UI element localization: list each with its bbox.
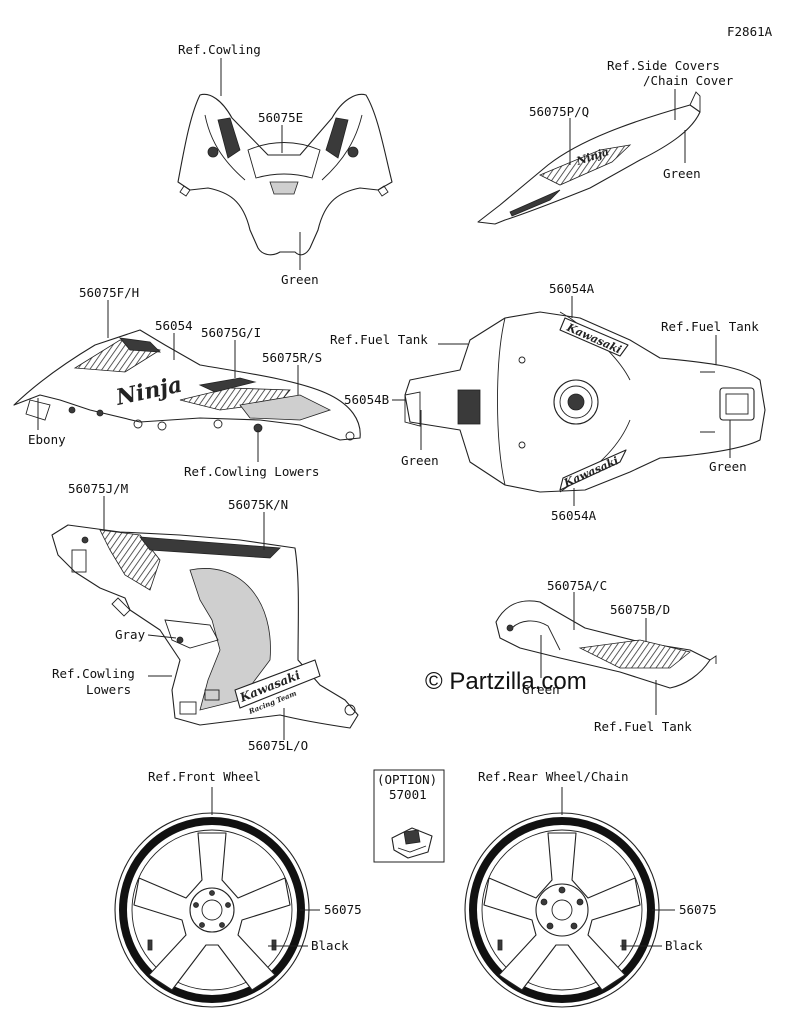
label-ref-cowling-lowers-b: Ref.Cowling [52, 666, 135, 681]
option-57001-box[interactable]: (OPTION) 57001 [373, 769, 445, 863]
label-56075-rear: 56075 [679, 902, 717, 917]
label-56075-front: 56075 [324, 902, 362, 917]
front-cowling-part[interactable] [177, 93, 393, 256]
label-56054: 56054 [155, 318, 193, 333]
label-green-cowling: Green [281, 272, 319, 287]
rear-wheel-part[interactable] [464, 812, 660, 1008]
label-black-front: Black [311, 938, 349, 953]
label-56075GI: 56075G/I [201, 325, 261, 340]
upper-fairing-part[interactable]: Ninja [13, 329, 361, 441]
label-ref-fuel-tank-c: Ref.Fuel Tank [594, 719, 692, 734]
label-black-rear: Black [665, 938, 703, 953]
label-ref-cowling-lowers-a: Ref.Cowling Lowers [184, 464, 319, 479]
label-56075KN: 56075K/N [228, 497, 288, 512]
label-ebony: Ebony [28, 432, 66, 447]
label-56054B: 56054B [344, 392, 389, 407]
label-ref-fuel-tank-b: Ref.Fuel Tank [661, 319, 759, 334]
label-chain-cover: /Chain Cover [643, 73, 734, 88]
label-option: (OPTION) [377, 772, 437, 787]
fuel-tank-part[interactable]: Kawasaki Kawasaki [404, 311, 766, 493]
label-green-tank-cover: Green [522, 682, 560, 697]
label-56075JM: 56075J/M [68, 481, 128, 496]
label-56075AC: 56075A/C [547, 578, 607, 593]
label-56075PQ: 56075P/Q [529, 104, 589, 119]
label-56054A-top: 56054A [549, 281, 595, 296]
front-wheel-part[interactable] [114, 812, 310, 1008]
tank-side-cover-part[interactable] [495, 600, 717, 689]
watermark-text: © Partzilla.com [425, 668, 587, 695]
label-ref-cowling: Ref.Cowling [178, 42, 261, 57]
label-56075FH: 56075F/H [79, 285, 139, 300]
label-57001: 57001 [389, 787, 427, 802]
label-green-fuel-tank-right: Green [709, 459, 747, 474]
figure-code: F2861A [727, 24, 773, 39]
label-56075RS: 56075R/S [262, 350, 322, 365]
label-ref-fuel-tank-a: Ref.Fuel Tank [330, 332, 428, 347]
label-56075E: 56075E [258, 110, 303, 125]
label-green-side-cover: Green [663, 166, 701, 181]
label-ref-front-wheel: Ref.Front Wheel [148, 769, 261, 784]
side-cover-part[interactable]: Ninja [477, 91, 701, 225]
leader-line [147, 634, 177, 639]
label-56075LO: 56075L/O [248, 738, 308, 753]
label-lowers: Lowers [86, 682, 131, 697]
label-green-fuel-tank-left: Green [401, 453, 439, 468]
label-56075BD: 56075B/D [610, 602, 670, 617]
label-ref-rear-wheel: Ref.Rear Wheel/Chain [478, 769, 629, 784]
label-ref-side-covers: Ref.Side Covers [607, 58, 720, 73]
middle-fairing-part[interactable]: Kawasaki Racing Team [51, 524, 359, 729]
label-gray: Gray [115, 627, 146, 642]
label-56054A-bottom: 56054A [551, 508, 597, 523]
